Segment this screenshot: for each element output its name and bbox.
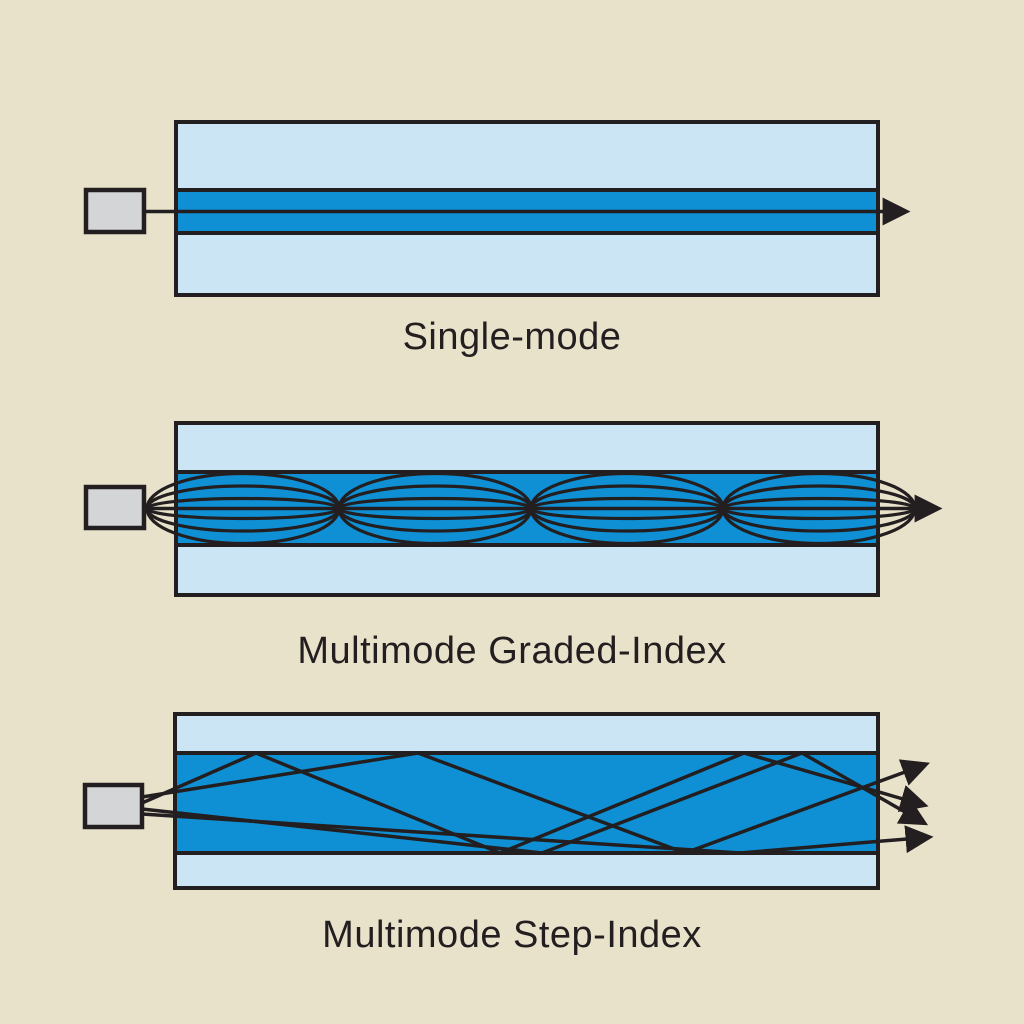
graded-index-fiber	[83, 421, 943, 597]
light-source-box	[83, 187, 147, 235]
single-mode-fiber	[83, 120, 911, 297]
caption-multimode-step-index: Multimode Step-Index	[322, 914, 702, 956]
step-index-fiber	[82, 712, 934, 890]
light-source-box	[83, 484, 147, 531]
light-ray	[141, 751, 930, 855]
light-ray	[141, 751, 929, 855]
caption-multimode-graded-index: Multimode Graded-Index	[297, 630, 727, 672]
light-source-box	[82, 782, 145, 830]
light-ray	[141, 812, 934, 855]
caption-single-mode: Single-mode	[402, 316, 622, 358]
light-ray	[141, 751, 929, 855]
